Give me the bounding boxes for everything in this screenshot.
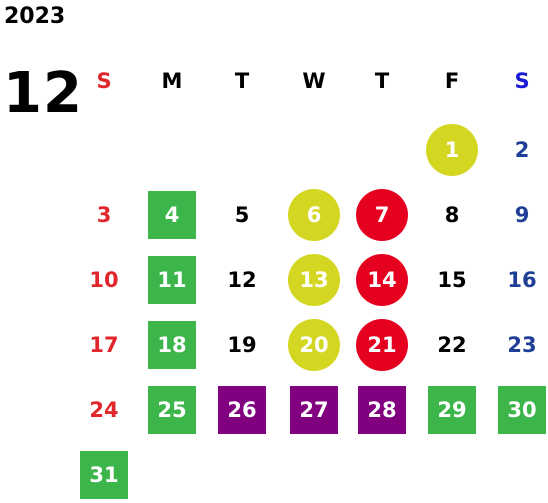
day-cell-20[interactable]: 20 (288, 319, 340, 371)
day-number: 11 (157, 268, 187, 292)
green-square-marker (148, 321, 196, 369)
yellow-circle-marker (288, 254, 340, 306)
yellow-circle-marker (426, 124, 478, 176)
red-circle-marker (356, 254, 408, 306)
green-square-marker (148, 256, 196, 304)
day-cell-9[interactable]: 9 (498, 191, 546, 239)
day-cell-16[interactable]: 16 (498, 256, 546, 304)
day-cell-18[interactable]: 18 (148, 321, 196, 369)
day-cell-15[interactable]: 15 (428, 256, 476, 304)
day-cell-30[interactable]: 30 (498, 386, 546, 434)
day-cell-1[interactable]: 1 (426, 124, 478, 176)
day-cell-26[interactable]: 26 (218, 386, 266, 434)
day-cell-21[interactable]: 21 (356, 319, 408, 371)
weekday-header-mon: M (161, 69, 183, 93)
day-cell-22[interactable]: 22 (428, 321, 476, 369)
purple-square-marker (218, 386, 266, 434)
day-number: 4 (164, 203, 180, 227)
red-circle-marker (356, 189, 408, 241)
day-cell-24[interactable]: 24 (80, 386, 128, 434)
year-label: 2023 (4, 4, 66, 29)
day-number: 8 (444, 203, 460, 227)
day-cell-8[interactable]: 8 (428, 191, 476, 239)
weekday-header-thu: T (374, 69, 390, 93)
day-number: 2 (514, 138, 530, 162)
day-cell-10[interactable]: 10 (80, 256, 128, 304)
day-cell-5[interactable]: 5 (218, 191, 266, 239)
purple-square-marker (358, 386, 406, 434)
day-number: 22 (437, 333, 467, 357)
day-number: 25 (157, 398, 187, 422)
green-square-marker (148, 191, 196, 239)
day-number: 24 (89, 398, 119, 422)
day-cell-3[interactable]: 3 (80, 191, 128, 239)
weekday-header-tue: T (234, 69, 250, 93)
day-number: 12 (227, 268, 257, 292)
day-number: 13 (299, 268, 329, 292)
day-number: 1 (444, 138, 460, 162)
yellow-circle-marker (288, 319, 340, 371)
day-cell-28[interactable]: 28 (358, 386, 406, 434)
day-cell-27[interactable]: 27 (290, 386, 338, 434)
day-number: 3 (96, 203, 112, 227)
day-number: 31 (89, 463, 119, 487)
weekday-header-wed: W (302, 69, 326, 93)
day-number: 30 (507, 398, 537, 422)
red-circle-marker (356, 319, 408, 371)
day-number: 10 (89, 268, 119, 292)
day-cell-7[interactable]: 7 (356, 189, 408, 241)
day-cell-13[interactable]: 13 (288, 254, 340, 306)
day-cell-14[interactable]: 14 (356, 254, 408, 306)
day-number: 17 (89, 333, 119, 357)
day-cell-11[interactable]: 11 (148, 256, 196, 304)
day-cell-6[interactable]: 6 (288, 189, 340, 241)
day-number: 19 (227, 333, 257, 357)
day-cell-25[interactable]: 25 (148, 386, 196, 434)
day-number: 5 (234, 203, 250, 227)
day-number: 23 (507, 333, 537, 357)
day-number: 15 (437, 268, 467, 292)
day-number: 21 (367, 333, 397, 357)
day-number: 26 (227, 398, 257, 422)
day-cell-17[interactable]: 17 (80, 321, 128, 369)
weekday-header-sun: S (96, 69, 112, 93)
day-number: 28 (367, 398, 397, 422)
green-square-marker (80, 451, 128, 499)
month-number: 12 (3, 61, 83, 126)
day-number: 6 (306, 203, 322, 227)
day-number: 9 (514, 203, 530, 227)
day-cell-2[interactable]: 2 (498, 126, 546, 174)
day-number: 14 (367, 268, 397, 292)
yellow-circle-marker (288, 189, 340, 241)
day-cell-23[interactable]: 23 (498, 321, 546, 369)
day-cell-4[interactable]: 4 (148, 191, 196, 239)
weekday-header-sat: S (514, 69, 530, 93)
day-cell-19[interactable]: 19 (218, 321, 266, 369)
day-number: 29 (437, 398, 467, 422)
day-number: 18 (157, 333, 187, 357)
weekday-header-fri: F (444, 69, 460, 93)
day-cell-29[interactable]: 29 (428, 386, 476, 434)
green-square-marker (148, 386, 196, 434)
day-cell-12[interactable]: 12 (218, 256, 266, 304)
green-square-marker (498, 386, 546, 434)
green-square-marker (428, 386, 476, 434)
day-cell-31[interactable]: 31 (80, 451, 128, 499)
day-number: 20 (299, 333, 329, 357)
purple-square-marker (290, 386, 338, 434)
day-number: 7 (374, 203, 390, 227)
day-number: 16 (507, 268, 537, 292)
day-number: 27 (299, 398, 329, 422)
